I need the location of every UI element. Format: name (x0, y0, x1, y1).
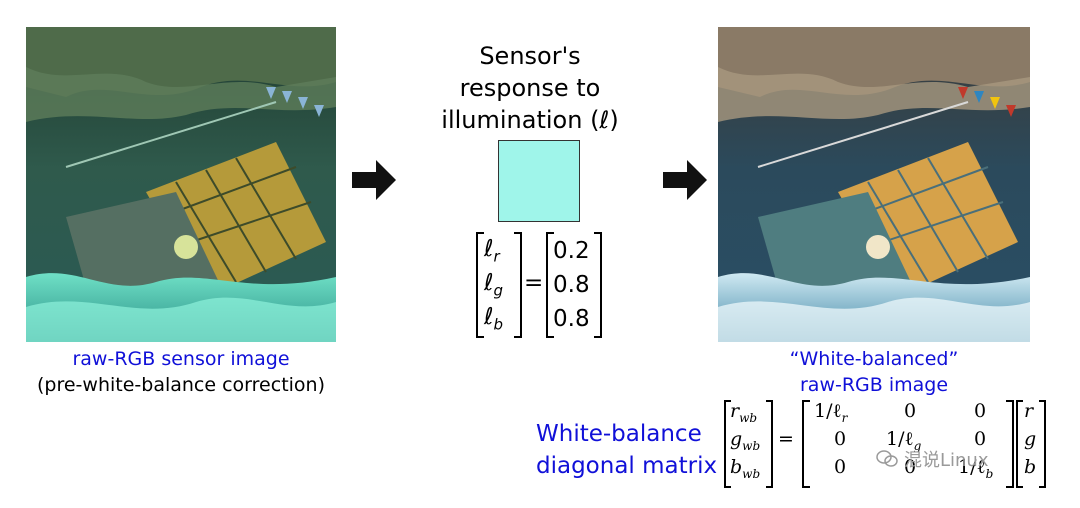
left-bracket (476, 232, 484, 338)
value-b: 0.8 (553, 306, 590, 332)
illumination-vector-equation: ℓr ℓg ℓb = 0.2 0.8 0.8 (476, 230, 606, 338)
illumination-title: Sensor's response to illumination (ℓ) (430, 40, 630, 136)
watermark: 混说Linux (876, 446, 989, 472)
equals-sign: = (524, 270, 544, 296)
matrix-cell-zero: 0 (974, 400, 987, 422)
right-bracket (594, 232, 602, 338)
white-balanced-image (718, 27, 1030, 342)
right-bracket (1039, 400, 1046, 488)
r: r (1024, 400, 1034, 422)
matrix-cell-zero: 0 (904, 456, 917, 478)
wb-matrix-label-line2: diagonal matrix (536, 453, 718, 479)
illumination-title-line3: illumination (ℓ) (441, 106, 619, 134)
matrix-cell-zero: 0 (834, 456, 847, 478)
right-arrow-icon (663, 160, 707, 200)
ell-r: ℓr (484, 236, 500, 266)
white-balanced-caption-line2: raw-RGB image (799, 374, 949, 396)
matrix-cell-zero: 0 (974, 428, 987, 450)
wb-matrix-label-line1: White-balance (536, 421, 702, 447)
b-wb: bwb (730, 456, 761, 481)
right-bracket (1006, 400, 1014, 488)
raw-sensor-image (26, 27, 336, 342)
diag-b: 1/ℓb (958, 456, 994, 481)
right-arrow-icon (352, 160, 396, 200)
diag-g: 1/ℓg (886, 428, 922, 453)
illumination-color-swatch (498, 140, 580, 222)
b: b (1024, 456, 1037, 478)
value-r: 0.2 (553, 238, 590, 264)
matrix-cell-zero: 0 (834, 428, 847, 450)
right-bracket (514, 232, 522, 338)
g-wb: gwb (730, 428, 761, 453)
ell-b: ℓb (484, 304, 504, 334)
g: g (1024, 428, 1037, 450)
left-bracket (546, 232, 554, 338)
watermark-text: 混说Linux (904, 450, 989, 471)
illumination-title-line2: response to (459, 74, 601, 102)
left-bracket (1016, 400, 1023, 488)
wb-matrix-label: White-balance diagonal matrix (536, 418, 717, 482)
right-bracket (766, 400, 773, 488)
r-wb: rwb (730, 400, 758, 425)
matrix-cell-zero: 0 (904, 400, 917, 422)
equals-sign: = (778, 428, 794, 450)
diag-r: 1/ℓr (814, 400, 848, 425)
wb-matrix-equation: rwb gwb bwb = 1/ℓr 0 0 0 1/ℓg 0 0 0 1/ℓb… (724, 398, 1054, 490)
raw-image-caption-line2: (pre-white-balance correction) (37, 374, 325, 396)
raw-image-caption-line1: raw-RGB sensor image (72, 348, 290, 370)
value-g: 0.8 (553, 272, 590, 298)
ell-g: ℓg (484, 270, 504, 300)
left-bracket (802, 400, 810, 488)
left-bracket (724, 400, 731, 488)
illumination-title-line1: Sensor's (479, 42, 581, 70)
white-balanced-caption-line1: “White-balanced” (789, 348, 959, 370)
wechat-icon (876, 450, 898, 468)
